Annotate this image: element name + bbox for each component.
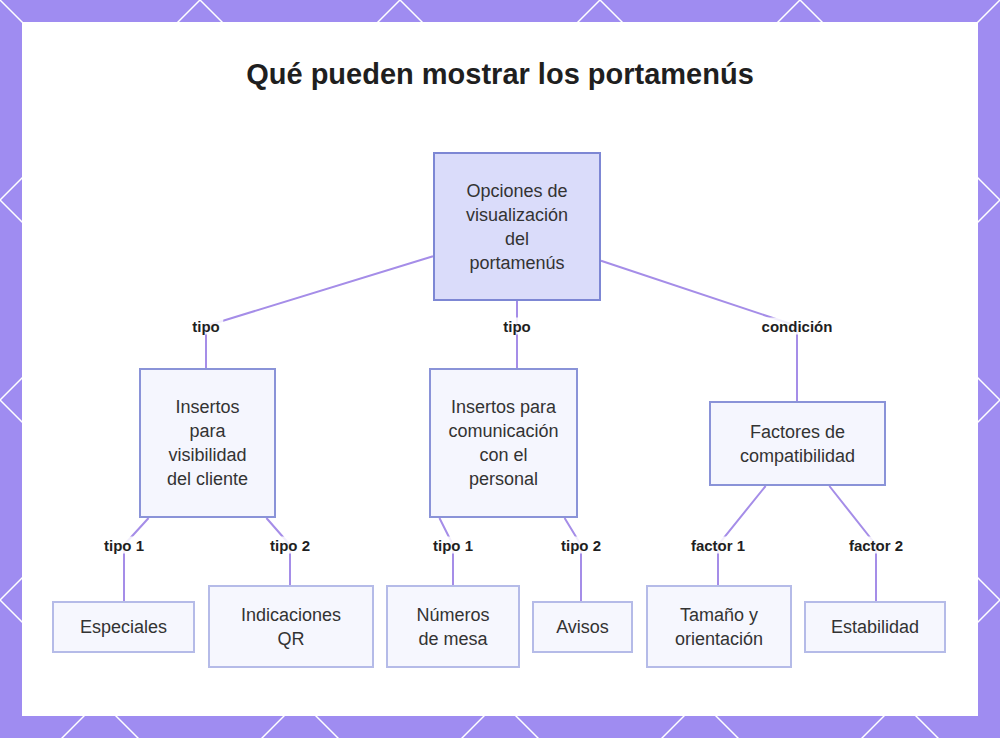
edge-label: tipo 2 <box>267 537 313 554</box>
node-text: Factores de compatibilidad <box>727 420 868 468</box>
category-box: Insertos para comunicación con el person… <box>429 368 578 518</box>
edge-label: tipo <box>500 318 534 335</box>
edge-label: tipo 1 <box>101 537 147 554</box>
diagram-title: Qué pueden mostrar los portamenús <box>0 58 1000 91</box>
edge-label: factor 1 <box>688 537 748 554</box>
connector-line <box>124 518 149 601</box>
node-text: Opciones de visualización del portamenús <box>457 179 577 275</box>
category-box: Factores de compatibilidad <box>709 401 886 486</box>
node-text: Números de mesa <box>404 603 502 651</box>
node-text: Insertos para comunicación con el person… <box>445 395 562 491</box>
edge-label: factor 2 <box>846 537 906 554</box>
edge-label: tipo <box>189 318 223 335</box>
leaf-box: Tamaño y orientación <box>646 585 792 668</box>
node-text: Indicaciones QR <box>240 603 342 651</box>
node-text: Estabilidad <box>831 615 919 639</box>
node-text: Avisos <box>556 615 609 639</box>
edge-label: tipo 1 <box>430 537 476 554</box>
canvas-panel <box>22 22 978 716</box>
node-text: Tamaño y orientación <box>660 603 778 651</box>
leaf-box: Números de mesa <box>386 585 520 668</box>
edge-label: tipo 2 <box>558 537 604 554</box>
connector-line <box>206 256 433 368</box>
leaf-box: Avisos <box>532 601 633 653</box>
leaf-box: Indicaciones QR <box>208 585 374 668</box>
connector-line <box>516 301 518 368</box>
edge-label: condición <box>759 318 836 335</box>
category-box: Insertos para visibilidad del cliente <box>139 368 276 518</box>
connector-line <box>565 518 581 601</box>
leaf-box: Especiales <box>52 601 195 653</box>
connector-line <box>718 486 766 585</box>
leaf-box: Estabilidad <box>804 601 946 653</box>
node-text: Insertos para visibilidad del cliente <box>161 395 254 491</box>
root-box: Opciones de visualización del portamenús <box>433 152 601 301</box>
node-text: Especiales <box>80 615 167 639</box>
